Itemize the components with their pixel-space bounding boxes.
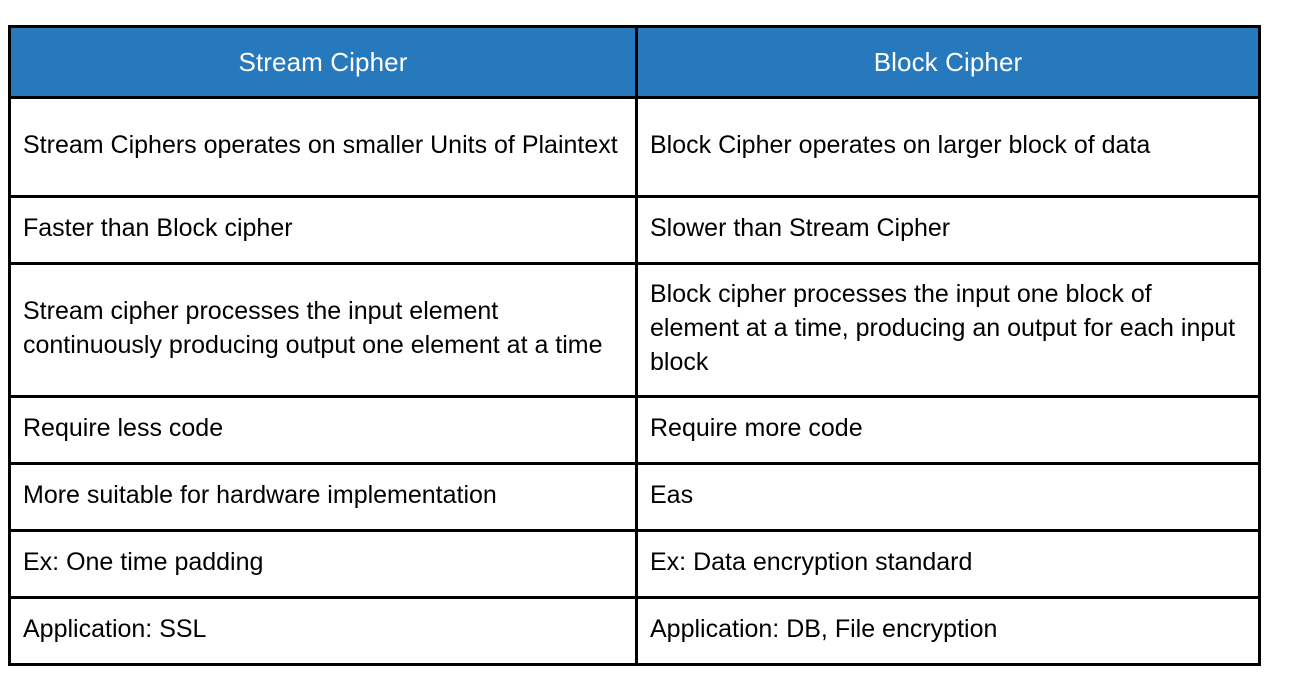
cell-text: Ex: Data encryption standard bbox=[650, 548, 973, 577]
cell-block-cipher: Ex: Data encryption standard bbox=[635, 529, 1261, 599]
table-row: More suitable for hardware implementatio… bbox=[8, 462, 1261, 532]
table-row: Application: SSL Application: DB, File e… bbox=[8, 596, 1261, 666]
column-header-stream-cipher: Stream Cipher bbox=[8, 25, 638, 99]
cell-block-cipher: Application: DB, File encryption bbox=[635, 596, 1261, 666]
cell-text: Stream cipher processes the input elemen… bbox=[23, 297, 603, 359]
table-row: Require less code Require more code bbox=[8, 395, 1261, 465]
table-body: Stream Ciphers operates on smaller Units… bbox=[8, 96, 1261, 666]
cell-text: Block Cipher operates on larger block of… bbox=[650, 131, 1151, 160]
cell-stream-cipher: Stream cipher processes the input elemen… bbox=[8, 262, 638, 398]
cell-text: Require less code bbox=[23, 414, 224, 443]
cell-text: Application: DB, File encryption bbox=[650, 615, 998, 644]
cell-stream-cipher: Application: SSL bbox=[8, 596, 638, 666]
cell-stream-cipher: Ex: One time padding bbox=[8, 529, 638, 599]
table-row: Stream Ciphers operates on smaller Units… bbox=[8, 96, 1261, 198]
cell-stream-cipher: Stream Ciphers operates on smaller Units… bbox=[8, 96, 638, 198]
cell-text: Application: SSL bbox=[23, 615, 207, 644]
table-header-row: Stream Cipher Block Cipher bbox=[8, 25, 1261, 99]
cell-text: Faster than Block cipher bbox=[23, 214, 293, 243]
table-header: Stream Cipher Block Cipher bbox=[8, 25, 1261, 99]
cell-text: Eas bbox=[650, 481, 694, 510]
cell-block-cipher: Slower than Stream Cipher bbox=[635, 195, 1261, 265]
cell-stream-cipher: More suitable for hardware implementatio… bbox=[8, 462, 638, 532]
cell-text: More suitable for hardware implementatio… bbox=[23, 481, 497, 510]
cell-block-cipher: Block cipher processes the input one blo… bbox=[635, 262, 1261, 398]
cell-text: Block cipher processes the input one blo… bbox=[650, 280, 1236, 376]
table-row: Faster than Block cipher Slower than Str… bbox=[8, 195, 1261, 265]
table-row: Ex: One time padding Ex: Data encryption… bbox=[8, 529, 1261, 599]
cell-text: Slower than Stream Cipher bbox=[650, 214, 951, 243]
cell-block-cipher: Require more code bbox=[635, 395, 1261, 465]
cell-block-cipher: Eas bbox=[635, 462, 1261, 532]
column-header-block-cipher: Block Cipher bbox=[635, 25, 1261, 99]
cell-block-cipher: Block Cipher operates on larger block of… bbox=[635, 96, 1261, 198]
cell-stream-cipher: Require less code bbox=[8, 395, 638, 465]
cell-text: Require more code bbox=[650, 414, 863, 443]
cipher-comparison-table: Stream Cipher Block Cipher Stream Cipher… bbox=[8, 25, 1261, 666]
cell-stream-cipher: Faster than Block cipher bbox=[8, 195, 638, 265]
cell-text: Ex: One time padding bbox=[23, 548, 264, 577]
table-row: Stream cipher processes the input elemen… bbox=[8, 262, 1261, 398]
cell-text: Stream Ciphers operates on smaller Units… bbox=[23, 131, 618, 160]
